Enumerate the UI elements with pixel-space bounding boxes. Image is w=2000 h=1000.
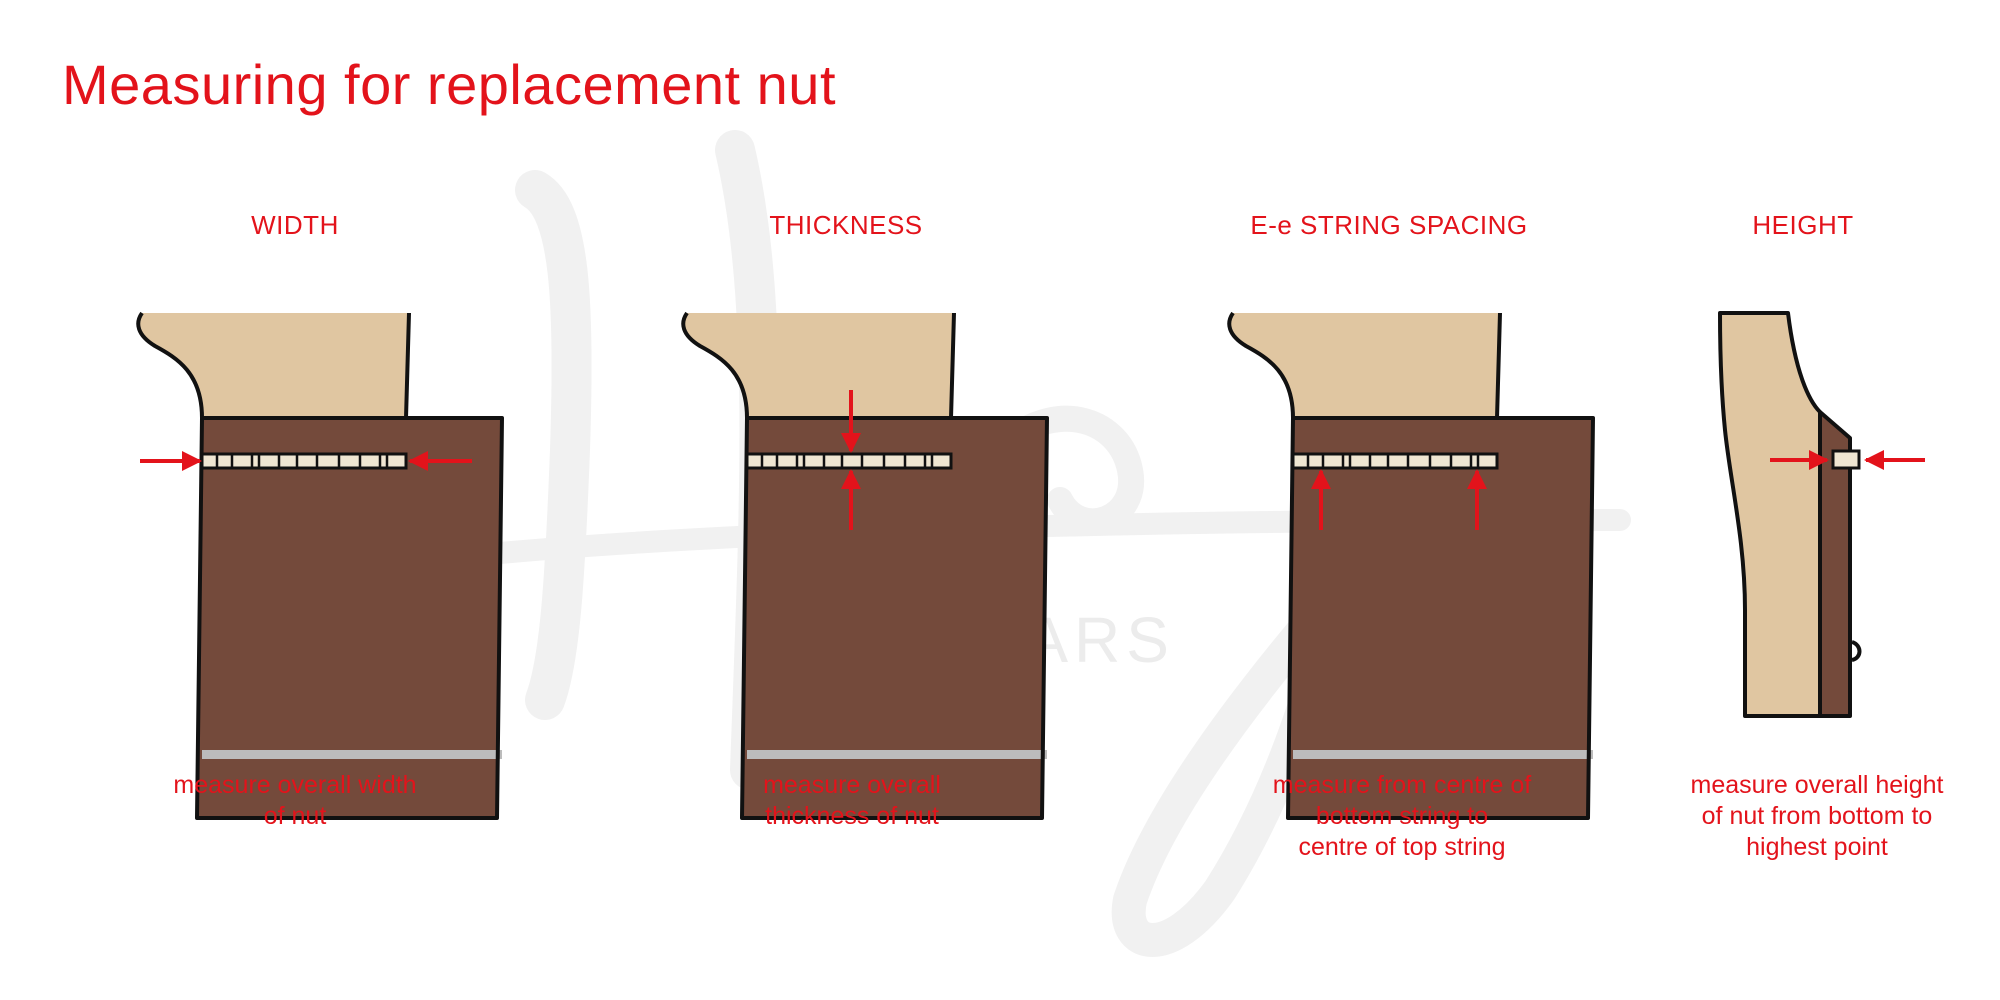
caption-width-line-2: of nut	[263, 802, 327, 830]
caption-width: measure overall width of nut	[95, 770, 495, 832]
page-title: Measuring for replacement nut	[62, 53, 836, 116]
caption-height: measure overall height of nut from botto…	[1617, 770, 2000, 863]
caption-string-spacing: measure from centre of bottom string to …	[1202, 770, 1602, 863]
caption-spacing-line-1: measure from centre of	[1272, 771, 1532, 799]
caption-thickness-line-1: measure overall	[763, 771, 941, 799]
caption-thickness-line-2: thickness of nut	[765, 802, 939, 830]
height-neck-side-diagram	[1718, 311, 1862, 718]
height-nut	[1831, 449, 1861, 470]
caption-height-line-2: of nut from bottom to	[1701, 802, 1933, 830]
heading-height: HEIGHT	[1752, 210, 1854, 240]
caption-width-line-1: measure overall width	[173, 771, 417, 799]
heading-thickness: THICKNESS	[769, 210, 923, 240]
caption-spacing-line-2: bottom string to	[1315, 802, 1489, 830]
caption-spacing-line-3: centre of top string	[1298, 833, 1506, 861]
spacing-arrows	[1311, 469, 1487, 530]
caption-height-line-1: measure overall height	[1690, 771, 1944, 799]
width-neck-diagram	[136, 311, 505, 820]
heading-string-spacing: E-e STRING SPACING	[1250, 210, 1528, 240]
caption-height-line-3: highest point	[1746, 833, 1888, 861]
caption-thickness: measure overall thickness of nut	[652, 770, 1052, 832]
heading-width: WIDTH	[251, 210, 339, 240]
